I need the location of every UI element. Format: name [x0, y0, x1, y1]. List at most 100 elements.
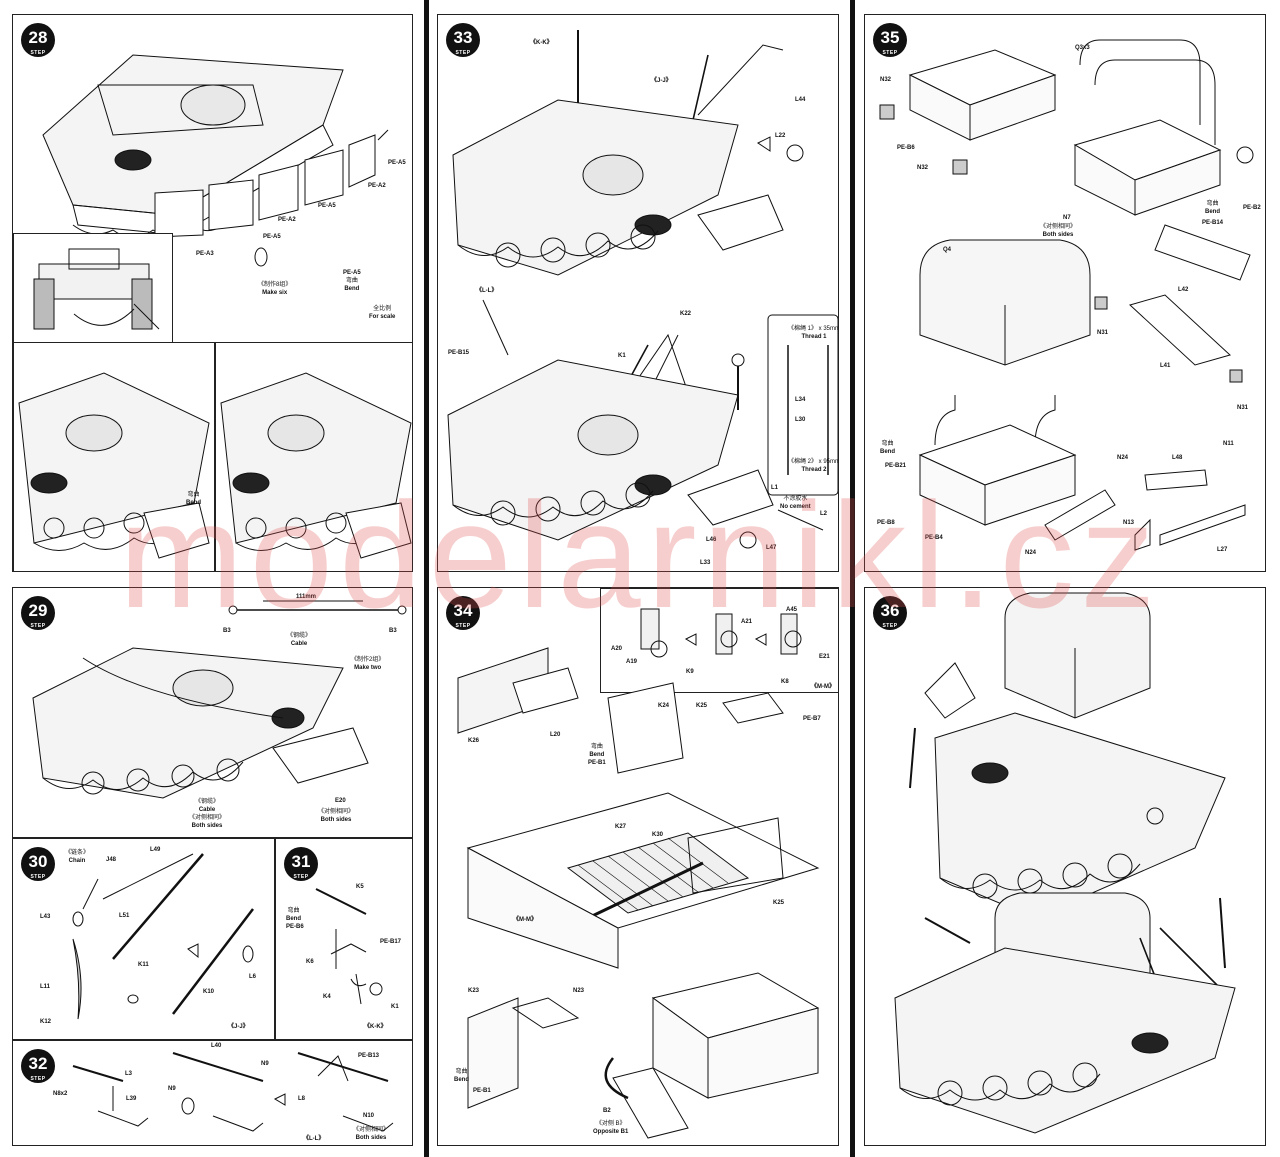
part-label: L33	[700, 560, 711, 566]
part-label: N11	[1223, 441, 1234, 447]
ref-label: 《L-L》	[303, 1136, 325, 1142]
cable-note: 《钢缆》Cable	[287, 633, 312, 647]
make-note: 《制作2组》Make two	[351, 657, 385, 671]
part-label: PE-A2	[278, 217, 296, 223]
part-label: J48	[106, 857, 117, 863]
part-label: N9	[168, 1086, 176, 1092]
part-label: K12	[40, 1019, 52, 1025]
part-label: PE-B6	[286, 924, 304, 930]
part-label: E20	[335, 798, 346, 804]
part-label: N7	[1063, 215, 1071, 221]
part-label: PE-B2	[1243, 205, 1261, 211]
part-label: N23	[573, 988, 585, 994]
part-label: L46	[706, 537, 717, 543]
part-label: K4	[323, 994, 331, 1000]
ref-label: 《J-J》	[651, 78, 672, 84]
part-label: K11	[138, 962, 149, 968]
part-label: L2	[820, 511, 828, 517]
part-label: L22	[775, 133, 786, 139]
part-label: L6	[249, 974, 257, 980]
part-label: L11	[40, 984, 51, 990]
cable-note-2: 《钢缆》Cable 《对侧相同》Both sides	[189, 799, 226, 829]
part-label: N32	[917, 165, 929, 171]
part-label: L43	[40, 914, 51, 920]
cargo-bed-drawing	[457, 647, 820, 1139]
part-label: L40	[211, 1043, 222, 1049]
cable-drawing	[32, 600, 407, 799]
part-label: PE-A5	[318, 203, 336, 209]
recovery-tank-drawing	[447, 30, 838, 549]
part-label: L51	[119, 913, 130, 919]
ref-label: 《K-K》	[530, 40, 553, 46]
part-label: N8x2	[53, 1091, 68, 1097]
part-label: L27	[1217, 547, 1228, 553]
ref-label: 《J-J》	[228, 1024, 249, 1030]
part-label: B3	[389, 628, 397, 634]
part-label: B3	[223, 628, 231, 634]
part-label: L48	[1172, 455, 1183, 461]
part-label: N24	[1025, 550, 1037, 556]
canopy-drawing	[879, 39, 1254, 551]
part-label: PE-B21	[885, 463, 907, 469]
part-label: K1	[391, 1004, 399, 1010]
part-label: A21	[741, 619, 753, 625]
part-label: L34	[795, 397, 806, 403]
part-label: PE-B7	[803, 716, 821, 722]
part-label: N9	[261, 1061, 269, 1067]
chain-note: 《链条》Chain	[65, 850, 90, 864]
machine-gun-drawing	[72, 1052, 394, 1132]
part-label: L42	[1178, 287, 1189, 293]
ref-label: 《M-M》	[513, 917, 537, 923]
both-sides-note: 《对侧相同》Both sides	[318, 809, 355, 823]
part-label: K9	[686, 669, 694, 675]
step-28-detail-right	[215, 342, 412, 571]
part-label: A19	[626, 659, 638, 665]
part-label: N24	[1117, 455, 1129, 461]
part-label: K25	[696, 703, 708, 709]
part-label: K30	[652, 832, 664, 838]
rear-view-inset	[13, 233, 173, 343]
make-note: 《制作8组》Make six	[258, 282, 292, 296]
part-label: K25	[773, 900, 785, 906]
part-label: N13	[1123, 520, 1135, 526]
part-label: PE-A2	[368, 183, 386, 189]
part-label: K22	[680, 311, 692, 317]
part-label: PE-B14	[1202, 220, 1224, 226]
ref-label: 《K-K》	[364, 1024, 387, 1030]
part-label: N31	[1097, 330, 1109, 336]
part-label: PE-A5	[263, 234, 281, 240]
ref-label: 《M-M》	[811, 684, 835, 690]
part-label: PE-B17	[380, 939, 402, 945]
part-label: PE-B6	[897, 145, 915, 151]
part-label: K1	[618, 353, 626, 359]
part-label: PE-B13	[358, 1053, 380, 1059]
part-label: K10	[203, 989, 215, 995]
part-label: K6	[306, 959, 314, 965]
part-label: K8	[781, 679, 789, 685]
part-label: E21	[819, 654, 830, 660]
part-label: L41	[1160, 363, 1171, 369]
part-label: PE-B1	[473, 1088, 491, 1094]
part-label: B2	[603, 1108, 611, 1114]
